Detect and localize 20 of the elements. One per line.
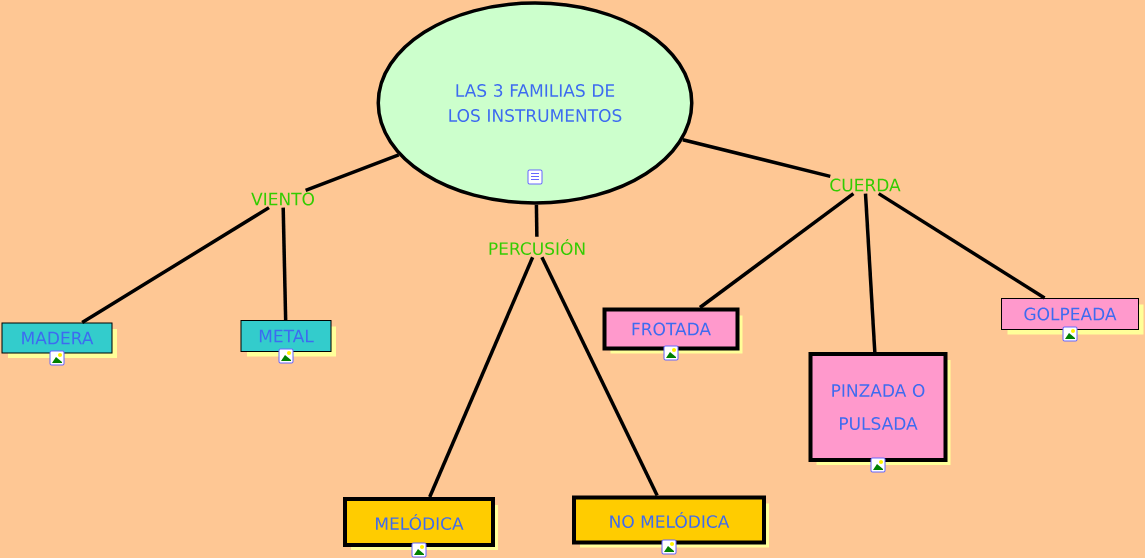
category-label: CUERDA	[830, 178, 901, 192]
category-label: VIENTO	[251, 192, 314, 206]
concept-box: MELÓDICA	[343, 497, 498, 550]
concept-box: MADERA	[1, 322, 117, 358]
connector-line	[682, 138, 831, 179]
connector-line	[863, 193, 877, 353]
connector-line	[281, 207, 288, 321]
connector-line	[81, 206, 270, 324]
concept-box: NO MELÓDICA	[572, 495, 769, 548]
connector-line	[534, 204, 539, 237]
connector-line	[698, 192, 855, 309]
connector-line	[305, 153, 400, 192]
connector-line	[877, 192, 1046, 300]
connector-line	[540, 256, 659, 497]
concept-box: METAL	[240, 320, 336, 357]
category-label: PERCUSIÓN	[489, 239, 585, 255]
concept-box: FROTADA	[602, 307, 743, 354]
concept-box: GOLPEADA	[1001, 298, 1144, 335]
connector-line	[428, 256, 535, 498]
concept-box: PINZADA O PULSADA	[808, 352, 951, 465]
